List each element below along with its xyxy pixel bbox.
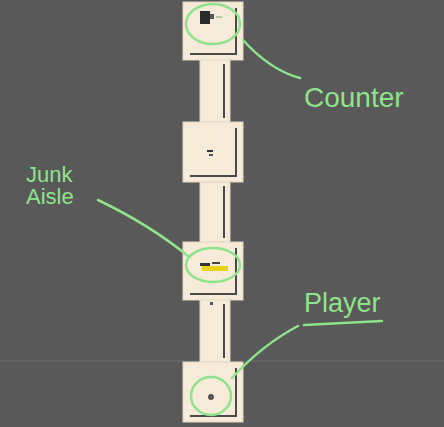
callout-label: Junk Aisle — [26, 164, 96, 208]
callout-label: Player — [304, 290, 414, 317]
wall-shadows — [190, 8, 236, 416]
props — [200, 11, 228, 400]
annotations — [98, 4, 382, 415]
level-layout — [183, 2, 243, 422]
callout-label: Counter — [304, 84, 434, 112]
